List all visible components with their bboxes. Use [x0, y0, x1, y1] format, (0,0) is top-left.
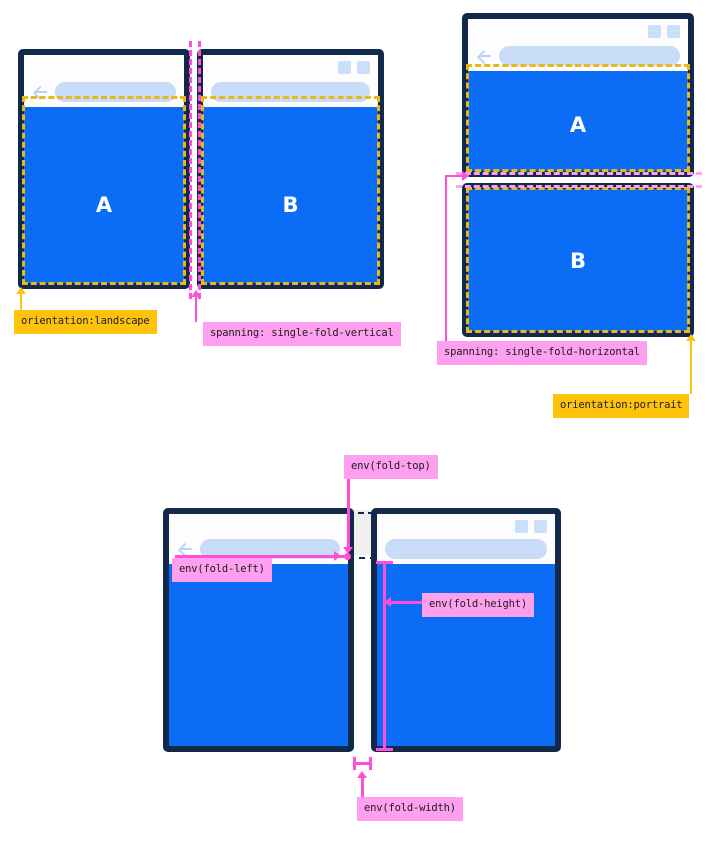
- minimize-square-icon[interactable]: [515, 520, 528, 533]
- window-controls-group-portrait[interactable]: [648, 25, 680, 38]
- browser-urlbar-row-portrait: [468, 45, 688, 67]
- back-arrow-icon[interactable]: [476, 47, 494, 65]
- maximize-square-icon[interactable]: [667, 25, 680, 38]
- device-env-left-screen: [163, 508, 354, 752]
- window-controls-group[interactable]: [338, 61, 370, 74]
- orientation-landscape-connector-vertical: [20, 292, 22, 312]
- browser-chrome-left: [24, 55, 184, 107]
- orientation-landscape-arrowhead: [16, 287, 26, 294]
- back-arrow-icon[interactable]: [32, 83, 50, 101]
- env-fold-height-bar: [383, 561, 386, 751]
- env-fold-width-cap-left: [353, 757, 356, 770]
- chip-env-fold-width: env(fold-width): [357, 797, 463, 821]
- pane-label-b: B: [282, 193, 299, 217]
- address-bar-input-portrait[interactable]: [499, 46, 680, 66]
- env-fold-width-bar: [353, 762, 372, 765]
- minimize-square-icon[interactable]: [648, 25, 661, 38]
- maximize-square-icon[interactable]: [357, 61, 370, 74]
- browser-chrome-portrait: [468, 19, 688, 71]
- chip-env-fold-top: env(fold-top): [344, 455, 438, 479]
- maximize-square-icon[interactable]: [534, 520, 547, 533]
- fold-gap-strip: [353, 510, 371, 555]
- chip-env-fold-height: env(fold-height): [422, 593, 534, 617]
- chip-spanning-single-fold-vertical: spanning: single-fold-vertical: [203, 322, 401, 346]
- device-landscape-pane-b: B: [197, 49, 384, 289]
- orientation-portrait-connector-vertical: [690, 340, 692, 394]
- env-fold-height-cap-top: [376, 561, 393, 564]
- spanning-horizontal-connector-vertical: [445, 175, 447, 341]
- fold-origin-point: [344, 553, 351, 560]
- window-controls-group-env[interactable]: [515, 520, 547, 533]
- pane-label-b: B: [569, 249, 586, 273]
- env-fold-width-connector-vertical: [361, 777, 364, 805]
- device-env-right-screen: [371, 508, 561, 752]
- env-fold-left-arrowhead: [334, 551, 341, 561]
- device-landscape-pane-a: A: [18, 49, 190, 289]
- browser-urlbar-row-left: [24, 81, 184, 103]
- address-bar-input-env-left[interactable]: [200, 539, 340, 559]
- spanning-vertical-connector: [195, 296, 197, 322]
- minimize-square-icon[interactable]: [338, 61, 351, 74]
- browser-chrome-right: [203, 55, 378, 107]
- spanning-horizontal-arrowhead: [462, 171, 469, 181]
- browser-urlbar-row-right: [203, 81, 378, 103]
- env-fold-width-arrowhead: [357, 771, 367, 778]
- env-fold-width-cap-right: [369, 757, 372, 770]
- address-bar-input-right[interactable]: [211, 82, 370, 102]
- browser-urlbar-row-env-right: [377, 538, 555, 560]
- back-arrow-icon[interactable]: [177, 540, 195, 558]
- chip-orientation-landscape: orientation:landscape: [14, 310, 157, 334]
- address-bar-input-env-right[interactable]: [385, 539, 547, 559]
- env-fold-height-cap-bottom: [376, 748, 393, 751]
- env-fold-top-arrowhead: [343, 547, 353, 554]
- orientation-portrait-arrowhead: [686, 334, 696, 341]
- browser-chrome-env-right: [377, 514, 555, 564]
- env-fold-left-connector: [175, 555, 347, 558]
- browser-urlbar-row-env-left: [169, 538, 348, 560]
- device-portrait-pane-a: A: [462, 13, 694, 177]
- env-fold-height-connector: [389, 601, 427, 604]
- device-portrait-pane-b: B: [462, 183, 694, 337]
- pane-label-a: A: [569, 113, 587, 137]
- env-fold-top-connector: [347, 470, 350, 549]
- chip-spanning-single-fold-horizontal: spanning: single-fold-horizontal: [437, 341, 647, 365]
- spanning-horizontal-connector-arm: [447, 175, 469, 177]
- address-bar-input[interactable]: [55, 82, 176, 102]
- env-fold-height-arrowhead: [384, 597, 391, 607]
- chip-env-fold-left: env(fold-left): [172, 558, 272, 582]
- spanning-vertical-arrowhead: [191, 290, 201, 297]
- pane-label-a: A: [95, 193, 113, 217]
- chip-orientation-portrait: orientation:portrait: [553, 394, 690, 418]
